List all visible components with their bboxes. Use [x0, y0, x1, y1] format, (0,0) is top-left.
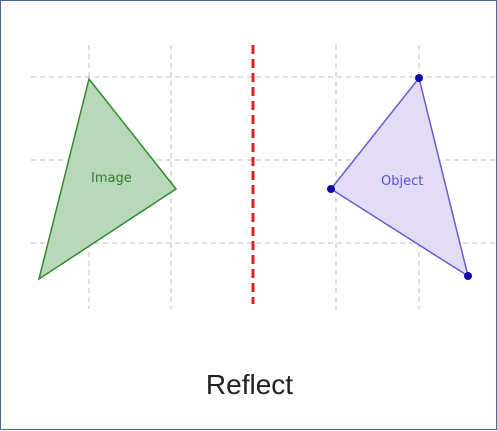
image-triangle-shape: [37, 77, 178, 281]
object-vertex: [327, 185, 335, 193]
image-triangle: Image: [37, 77, 178, 281]
object-label: Object: [381, 174, 423, 189]
object-vertex: [464, 272, 472, 280]
object-vertex: [415, 74, 423, 82]
object-triangle: Object: [327, 74, 472, 280]
object-triangle-shape: [329, 76, 470, 278]
image-label: Image: [91, 171, 132, 186]
caption: Reflect: [205, 369, 294, 400]
